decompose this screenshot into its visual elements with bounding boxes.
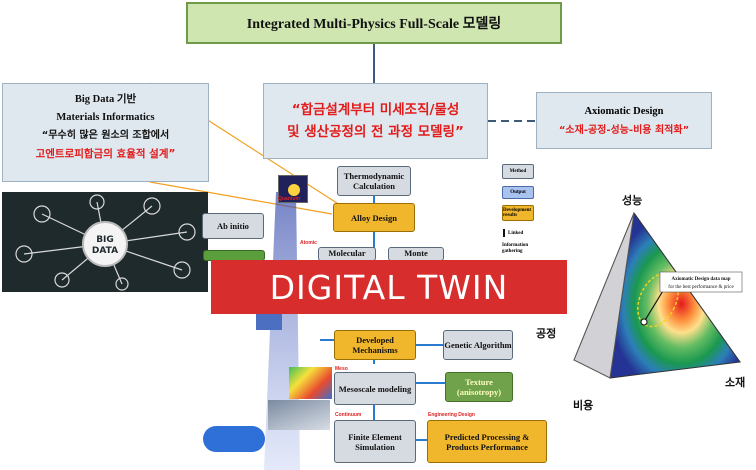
legend-development: Development results xyxy=(502,205,534,221)
ternary-point xyxy=(640,318,648,326)
ternary-label-bottom: 비용 xyxy=(573,399,594,412)
digital-twin-text: DIGITAL TWIN xyxy=(269,267,509,307)
alloy-design-node: Alloy Design xyxy=(333,203,415,232)
right-subtitle: “소재-공정-성능-비용 최적화” xyxy=(558,125,690,136)
ab-initio-node: Ab initio xyxy=(202,213,264,239)
center-line-2: 및 생산공정의 전 과정 모델링” xyxy=(287,124,464,140)
genetic-label: Genetic Algorithm xyxy=(444,340,512,350)
left-line-1: Big Data 기반 xyxy=(74,94,137,105)
ternary-label-right: 소재 xyxy=(725,376,746,389)
texture-node: Texture (anisotropy) xyxy=(445,372,513,402)
legend-linked: Linked xyxy=(503,229,523,237)
legend-output: Output xyxy=(502,186,534,199)
top-title: Integrated Multi-Physics Full-Scale 모델링 xyxy=(246,17,502,32)
big-data-circle xyxy=(82,221,128,267)
legend-linked-label: Linked xyxy=(508,231,524,237)
genetic-algorithm-node: Genetic Algorithm xyxy=(443,330,513,360)
label-quantum: Quantum xyxy=(278,196,300,202)
right-title: Axiomatic Design xyxy=(584,106,664,117)
big-data-label-2: DATA xyxy=(92,246,118,256)
ternary-highlight-ellipse xyxy=(637,272,679,328)
atom-image xyxy=(278,175,308,203)
left-line-2: Materials Informatics xyxy=(56,112,155,123)
thermo-label: Thermodynamic Calculation xyxy=(343,171,405,191)
label-meso: Meso xyxy=(335,366,348,372)
ternary-label-top: 성능 xyxy=(622,194,643,207)
alloy-label: Alloy Design xyxy=(350,212,398,223)
texture-label: Texture (anisotropy) xyxy=(456,377,502,397)
big-data-graphic: BIG DATA xyxy=(15,194,196,291)
pipe-image xyxy=(203,426,265,452)
digital-twin-banner: DIGITAL TWIN xyxy=(211,260,567,314)
center-box: “합금설계부터 미세조직/물성 및 생산공정의 전 과정 모델링” xyxy=(263,83,488,159)
left-line-3: “무수히 많은 원소의 조합에서 xyxy=(41,130,170,141)
top-title-box: Integrated Multi-Physics Full-Scale 모델링 xyxy=(186,2,562,44)
developed-mechanisms-node: Developed Mechanisms xyxy=(334,330,416,360)
big-data-label-1: BIG xyxy=(96,235,114,245)
left-line-4: 고엔트로피합금의 효율적 설계” xyxy=(35,148,176,160)
part-image xyxy=(268,400,330,430)
legend-output-label: Output xyxy=(510,190,526,195)
predicted-label: Predicted Processing & Products Performa… xyxy=(444,431,530,452)
mesoscale-node: Mesoscale modeling xyxy=(334,372,416,405)
mesoscale-label: Mesoscale modeling xyxy=(338,383,412,394)
predicted-node: Predicted Processing & Products Performa… xyxy=(427,420,547,463)
ab-initio-label: Ab initio xyxy=(217,221,249,231)
left-box: Big Data 기반 Materials Informatics “무수히 많… xyxy=(2,83,209,182)
legend-information-label: Information gathering xyxy=(502,243,529,254)
ternary-annotation-2: for the best performance & price xyxy=(668,285,734,290)
monte-label: Monte xyxy=(404,248,428,258)
ternary-side-face xyxy=(573,212,635,379)
legend-information: Information gathering xyxy=(502,243,546,255)
ternary-label-left: 공정 xyxy=(536,327,557,340)
developed-label: Developed Mechanisms xyxy=(352,335,398,355)
label-engineering: Engineering Design xyxy=(428,412,475,418)
mesoscale-image xyxy=(289,367,332,399)
label-continuum: Continuum xyxy=(335,412,362,418)
legend-development-label: Development results xyxy=(503,208,532,218)
big-data-image: BIG DATA xyxy=(2,192,208,292)
ternary-annotation-box xyxy=(659,271,743,293)
legend-method-label: Method xyxy=(509,169,527,174)
fem-label: Finite Element Simulation xyxy=(348,431,402,452)
center-line-1: “합금설계부터 미세조직/물성 xyxy=(291,102,460,118)
ternary-annotation-1: Axiomatic Design data map xyxy=(671,277,730,282)
molecular-label: Molecular xyxy=(328,248,366,258)
legend-method: Method xyxy=(502,164,534,179)
thermo-node: Thermodynamic Calculation xyxy=(337,166,411,196)
fem-node: Finite Element Simulation xyxy=(334,420,416,463)
right-box: Axiomatic Design “소재-공정-성능-비용 최적화” xyxy=(536,92,712,149)
monte-node: Monte xyxy=(388,247,444,261)
label-atomic: Atomic xyxy=(300,240,317,246)
